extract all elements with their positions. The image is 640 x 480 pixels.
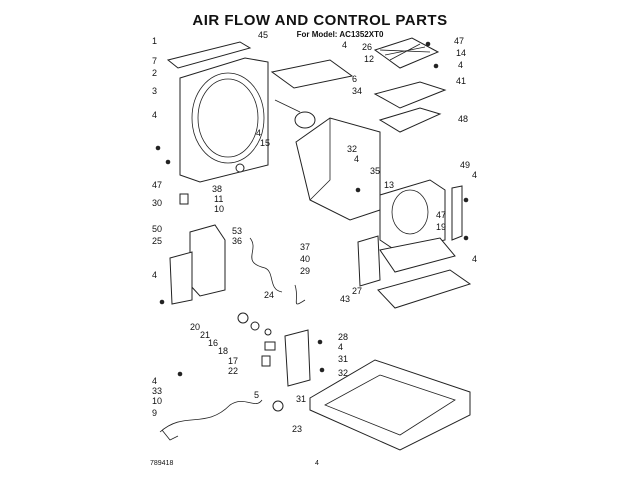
callout-label: 18	[218, 346, 228, 356]
callout-label: 35	[370, 166, 380, 176]
callout-label: 15	[260, 138, 270, 148]
callout-label: 20	[190, 322, 200, 332]
power-cord	[159, 399, 263, 441]
blower-wheel	[379, 179, 446, 251]
filter	[373, 37, 440, 69]
callout-label: 38	[212, 184, 222, 194]
callout-label: 11	[214, 194, 223, 204]
callout-label: 4	[152, 270, 157, 280]
callout-label: 3	[152, 86, 157, 96]
callout-label: 32	[338, 368, 348, 378]
callout-label: 28	[338, 332, 348, 342]
page-title: AIR FLOW AND CONTROL PARTS	[192, 12, 448, 29]
callout-label: 4	[338, 342, 343, 352]
small-parts	[179, 163, 306, 412]
callout-labels: 1 45 26 47 14 7 4 12 2 4 41 6 3 34 48 4 …	[152, 30, 477, 434]
callout-label: 33	[152, 386, 162, 396]
callout-label: 4	[472, 254, 477, 264]
callout-label: 4	[458, 60, 463, 70]
callout-label: 30	[152, 198, 162, 208]
callout-label: 4	[354, 154, 359, 164]
callout-label: 4	[256, 128, 261, 138]
front-grille-frame	[166, 41, 269, 183]
callout-label: 9	[152, 408, 157, 418]
control-box	[169, 224, 226, 305]
callout-label: 29	[300, 266, 310, 276]
scroll-panel	[451, 185, 463, 241]
callout-label: 14	[456, 48, 466, 58]
air-deflector	[373, 81, 447, 133]
base-pan	[309, 359, 471, 451]
callout-label: 4	[342, 40, 347, 50]
callout-label: 32	[347, 144, 357, 154]
callout-label: 4	[152, 376, 157, 386]
callout-label: 40	[300, 254, 310, 264]
model-subtitle: For Model: AC1352XT0	[296, 30, 384, 39]
callout-label: 50	[152, 224, 162, 234]
callout-label: 36	[232, 236, 242, 246]
callout-label: 12	[364, 54, 374, 64]
callout-label: 10	[152, 396, 162, 406]
callout-label: 41	[456, 76, 466, 86]
callout-label: 13	[384, 180, 394, 190]
screws	[155, 41, 469, 377]
callout-label: 48	[458, 114, 468, 124]
callout-label: 1	[152, 36, 157, 46]
callout-label: 21	[200, 330, 210, 340]
callout-label: 47	[454, 36, 464, 46]
motor	[274, 99, 316, 129]
callout-label: 22	[228, 366, 238, 376]
callout-label: 34	[352, 86, 362, 96]
control-bracket	[295, 117, 381, 221]
callout-label: 43	[340, 294, 350, 304]
callout-label: 6	[352, 74, 357, 84]
evaporator-block	[357, 235, 456, 287]
callout-label: 23	[292, 424, 302, 434]
callout-label: 47	[436, 210, 446, 220]
callout-label: 7	[152, 56, 157, 66]
drain-pan	[377, 269, 472, 309]
callout-label: 2	[152, 68, 157, 78]
callout-label: 4	[152, 110, 157, 120]
callout-label: 10	[214, 204, 224, 214]
callout-label: 31	[338, 354, 348, 364]
callout-label: 27	[352, 286, 362, 296]
callout-label: 47	[152, 180, 162, 190]
page-number: 4	[315, 460, 319, 467]
callout-label: 19	[436, 222, 446, 232]
callout-label: 37	[300, 242, 310, 252]
callout-label: 53	[232, 226, 242, 236]
callout-label: 24	[264, 290, 274, 300]
callout-label: 5	[254, 390, 259, 400]
callout-label: 17	[228, 356, 238, 366]
top-plate	[270, 59, 354, 89]
callout-label: 26	[362, 42, 372, 52]
callout-label: 25	[152, 236, 162, 246]
callout-label: 4	[472, 170, 477, 180]
callout-label: 45	[258, 30, 268, 40]
document-code: 789418	[150, 460, 174, 467]
switch-bracket	[284, 329, 311, 387]
callout-label: 49	[460, 160, 470, 170]
callout-label: 16	[208, 338, 218, 348]
callout-label: 31	[296, 394, 306, 404]
